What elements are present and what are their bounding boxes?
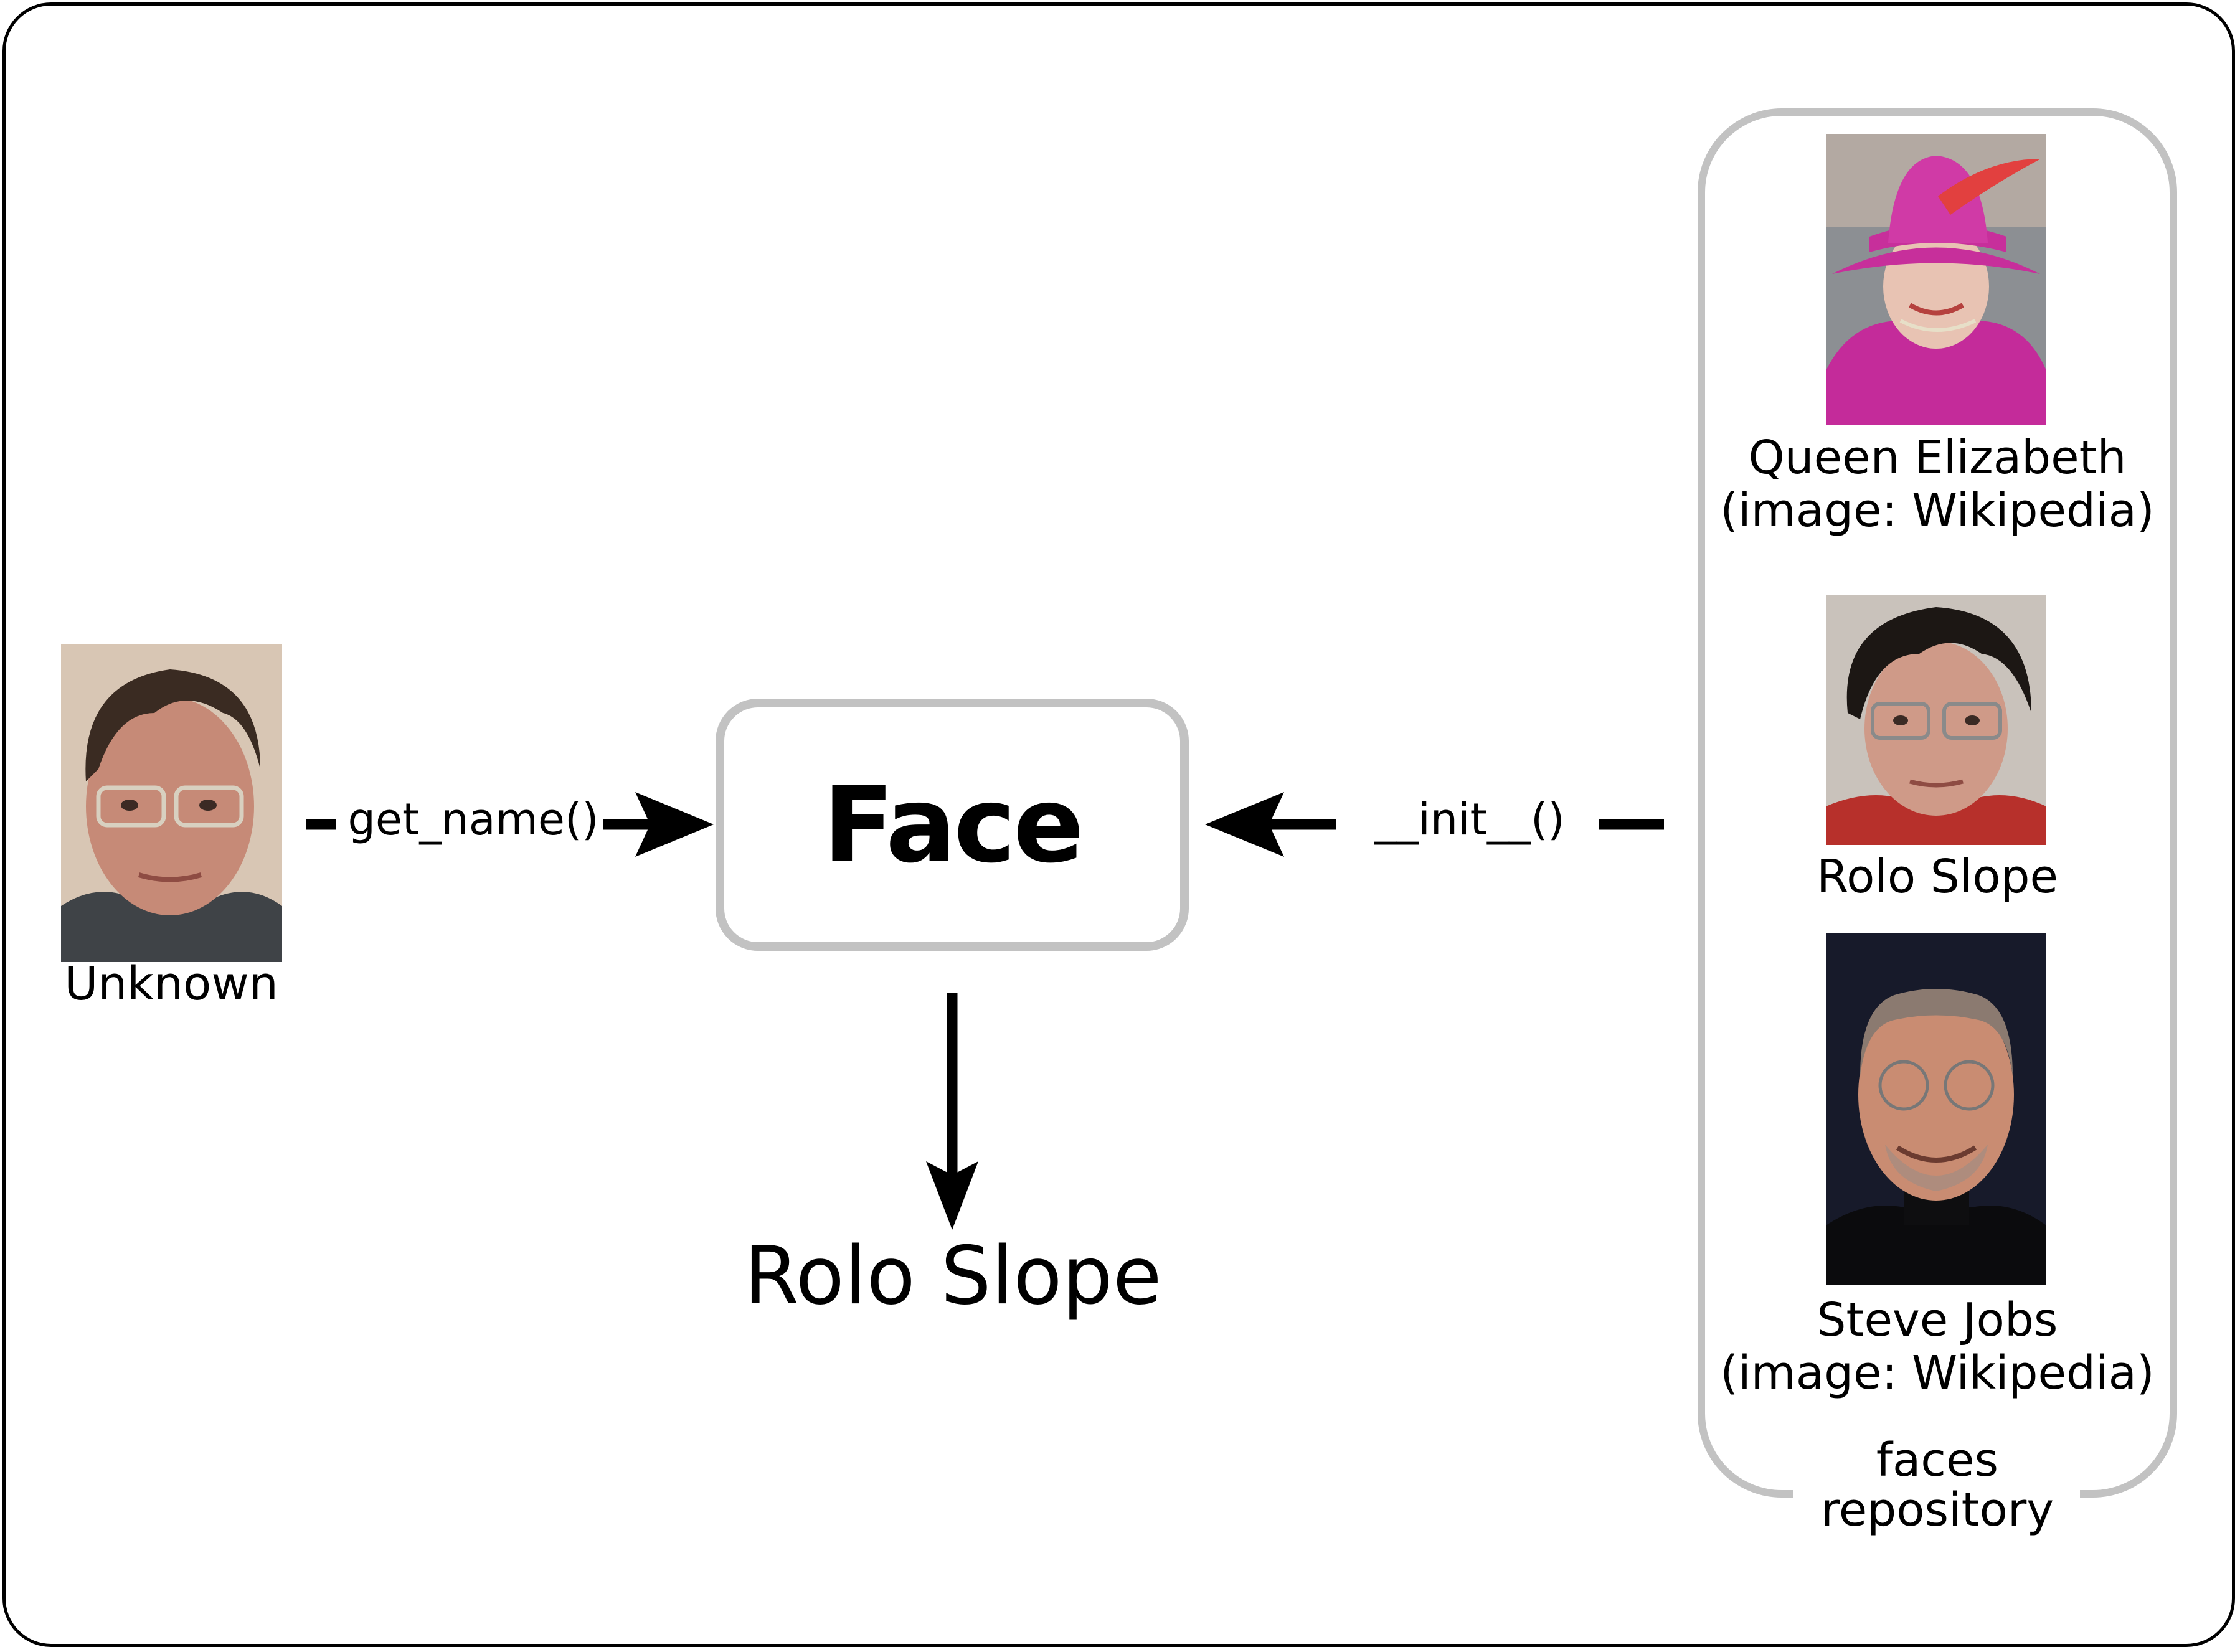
face-class-box xyxy=(716,699,1189,951)
steve-jobs-photo xyxy=(1826,933,2046,1285)
init-arrowhead xyxy=(1205,792,1284,857)
repository-caption-gap xyxy=(1793,1482,2080,1507)
rolo-slope-photo xyxy=(1826,595,2046,845)
unknown-label: Unknown xyxy=(64,957,278,1011)
queen-elizabeth-name: Queen Elizabeth xyxy=(1748,431,2127,484)
steve-jobs-name: Steve Jobs xyxy=(1817,1293,2058,1347)
result-name: Rolo Slope xyxy=(744,1230,1162,1323)
repository-caption-line1: faces xyxy=(1876,1433,1999,1487)
steve-jobs-credit: (image: Wikipedia) xyxy=(1720,1346,2155,1400)
unknown-face-photo xyxy=(61,644,282,962)
get-name-label: get_name() xyxy=(347,794,599,845)
queen-elizabeth-photo xyxy=(1826,134,2046,425)
result-arrowhead xyxy=(926,1161,978,1230)
init-label: __init__() xyxy=(1374,794,1565,845)
rolo-slope-name: Rolo Slope xyxy=(1816,850,2059,904)
queen-elizabeth-credit: (image: Wikipedia) xyxy=(1720,484,2155,537)
face-class-title: Face xyxy=(823,763,1084,886)
get-name-arrowhead xyxy=(635,792,714,857)
repository-caption-line2: repository xyxy=(1820,1483,2054,1537)
